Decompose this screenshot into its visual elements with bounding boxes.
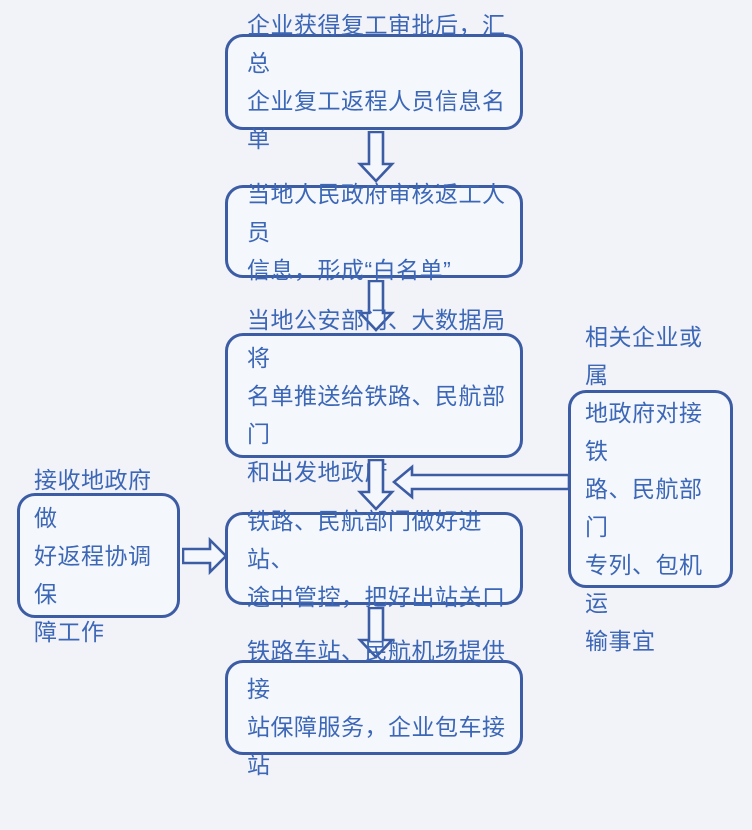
flow-node-step1-text: 企业获得复工审批后，汇总 企业复工返程人员信息名单 [247, 12, 506, 152]
flow-node-step2: 当地人民政府审核返工人员 信息，形成“白名单” [225, 181, 523, 283]
arrow-left-rightside-step4-icon [392, 464, 570, 500]
arrow-right-leftside-step4-icon [182, 536, 228, 576]
arrow-down-step1-step2-icon [356, 131, 396, 183]
flow-node-step4-text: 铁路、民航部门做好进站、 途中管控，把好出站关口 [247, 507, 506, 610]
flow-node-step4: 铁路、民航部门做好进站、 途中管控，把好出站关口 [225, 508, 523, 610]
arrow-down-step2-step3-icon [356, 280, 396, 332]
flow-node-left-side: 接收地政府做 好返程协调保 障工作 [17, 467, 180, 645]
flow-node-step3: 当地公安部门、大数据局将 名单推送给铁路、民航部门 和出发地政府 [225, 307, 523, 485]
flow-node-right-side: 相关企业或属 地政府对接铁 路、民航部门 专列、包机运 输事宜 [568, 324, 733, 654]
flow-node-step5-text: 铁路车站、民航机场提供接 站保障服务，企业包车接站 [247, 637, 506, 778]
arrow-down-step4-step5-icon [356, 607, 396, 659]
flow-node-step5: 铁路车站、民航机场提供接 站保障服务，企业包车接站 [225, 638, 523, 778]
flow-node-step2-text: 当地人民政府审核返工人员 信息，形成“白名单” [247, 180, 506, 283]
flow-node-left-side-text: 接收地政府做 好返程协调保 障工作 [34, 466, 152, 645]
flow-node-step1: 企业获得复工审批后，汇总 企业复工返程人员信息名单 [225, 12, 523, 152]
flow-node-step3-text: 当地公安部门、大数据局将 名单推送给铁路、民航部门 和出发地政府 [247, 306, 506, 485]
flow-node-right-side-text: 相关企业或属 地政府对接铁 路、民航部门 专列、包机运 输事宜 [585, 324, 703, 654]
arrow-down-step3-step4-icon [356, 459, 396, 511]
